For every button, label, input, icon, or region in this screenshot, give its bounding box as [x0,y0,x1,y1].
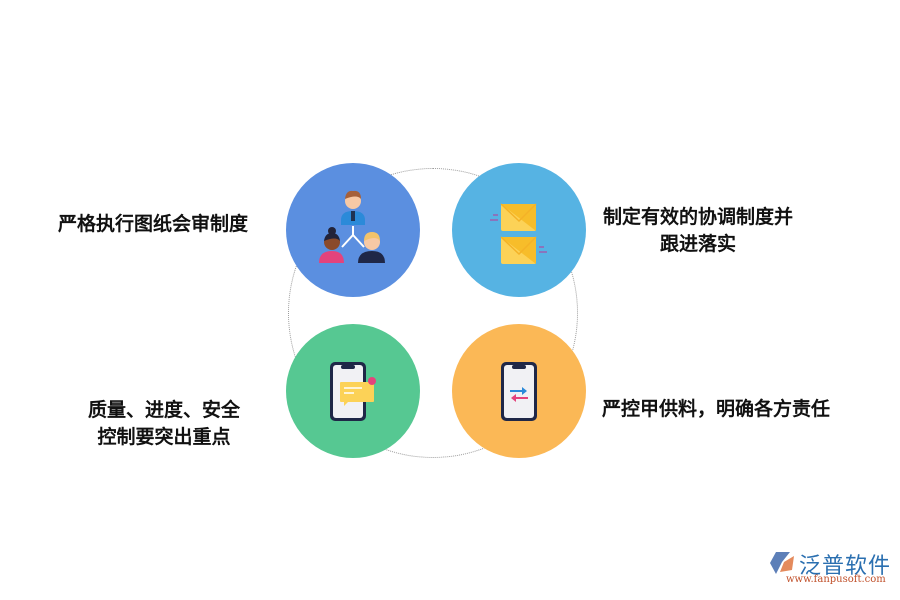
node-phone-message [286,324,420,458]
node-envelopes [452,163,586,297]
logo-url: www.fanpusoft.com [786,574,886,585]
label-coordination: 制定有效的协调制度并 跟进落实 [603,204,793,258]
fanpu-logo-icon [770,552,794,574]
logo-name: 泛普软件 [799,554,892,579]
label-quality-line1: 质量、进度、安全 [88,399,241,421]
phone-transfer-icon [501,362,537,421]
envelopes-icon [490,203,547,264]
label-owner-supply: 严控甲供料，明确各方责任 [602,398,831,420]
brand-logo: 泛普软件 www.fanpusoft.com [768,550,893,590]
node-phone-transfer [452,324,586,458]
label-quality-focus: 质量、进度、安全 控制要突出重点 [88,397,240,451]
label-quality-line2: 控制要突出重点 [97,426,231,448]
phone-message-icon [330,362,376,421]
dotted-ring [288,168,578,458]
label-drawing-review: 严格执行图纸会审制度 [58,213,249,235]
label-coordination-line2: 跟进落实 [660,233,737,255]
node-people [286,163,420,297]
label-coordination-line1: 制定有效的协调制度并 [603,206,794,228]
people-hierarchy-icon [319,190,385,263]
